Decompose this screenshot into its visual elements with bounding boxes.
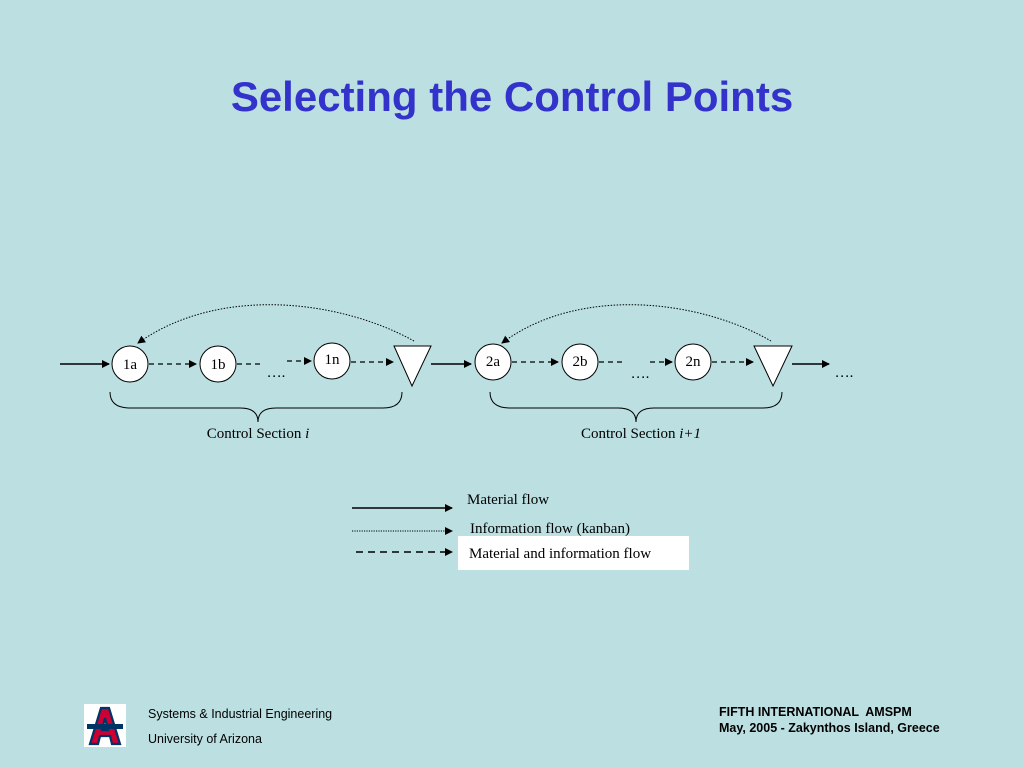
trailing-dots: …. — [835, 365, 854, 381]
dots-section2: …. — [631, 366, 650, 382]
node-2a — [474, 343, 512, 381]
node-1b-label: 1b — [211, 357, 226, 373]
section2-label: Control Section i+1 — [581, 426, 701, 442]
node-1n-label: 1n — [325, 352, 341, 368]
legend-material-label: Material flow — [467, 492, 549, 508]
buffer-triangle-1 — [393, 345, 432, 388]
footer-department: Systems & Industrial Engineering — [148, 707, 333, 721]
node-2a-label: 2a — [486, 354, 501, 370]
legend-combined-box — [458, 536, 689, 570]
legend-combined-label: Material and information flow — [469, 546, 651, 562]
legend-information-label: Information flow (kanban) — [470, 521, 630, 537]
slide-title: Selecting the Control Points — [230, 73, 794, 120]
university-logo — [84, 704, 126, 747]
kanban-flow-1 — [137, 304, 415, 344]
node-1b — [199, 345, 237, 383]
node-1a-label: 1a — [123, 357, 138, 373]
section1-label-text: Control Section — [207, 426, 305, 442]
node-2b-label: 2b — [573, 354, 588, 370]
brace-section2 — [489, 391, 783, 423]
section2-label-text: Control Section — [581, 426, 679, 442]
dots-section1: …. — [267, 365, 286, 381]
footer-right: FIFTH INTERNATIONAL AMSPM May, 2005 - Za… — [719, 704, 940, 736]
kanban-flow-2 — [501, 304, 772, 344]
footer-conference: FIFTH INTERNATIONAL AMSPM — [719, 705, 912, 719]
node-2n-label: 2n — [686, 354, 702, 370]
node-1a — [111, 345, 149, 383]
section1-label: Control Section i — [207, 426, 310, 442]
section2-label-italic: i+1 — [679, 426, 701, 442]
node-2b — [561, 343, 599, 381]
buffer-triangle-2 — [753, 345, 793, 388]
footer-location: May, 2005 - Zakynthos Island, Greece — [719, 721, 940, 735]
node-1n — [313, 342, 351, 380]
brace-section1 — [109, 391, 403, 423]
footer-left: Systems & Industrial Engineering Univers… — [148, 704, 332, 754]
footer-university: University of Arizona — [148, 732, 262, 746]
section1-label-italic: i — [305, 426, 309, 442]
node-2n — [674, 343, 712, 381]
